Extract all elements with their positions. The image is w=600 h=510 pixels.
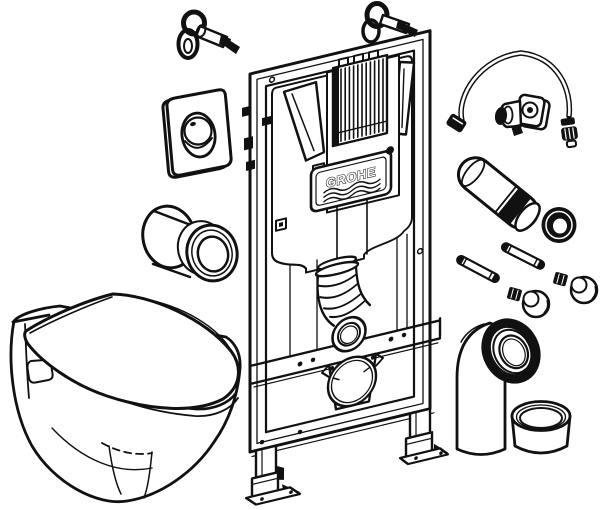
installation-frame: GROHE xyxy=(242,29,450,506)
flush-actuation-plate xyxy=(161,88,233,179)
cover-cap-2 xyxy=(569,275,599,305)
hex-nut-2 xyxy=(553,272,568,287)
angle-valve xyxy=(494,93,551,136)
cover-cap-1 xyxy=(521,289,551,319)
frame-foot-right xyxy=(398,407,450,466)
elbow-inlet-ring xyxy=(481,318,541,384)
flush-button-ring xyxy=(180,111,217,159)
seal-ring xyxy=(541,207,577,243)
hose-fitting-right xyxy=(560,117,578,149)
cistern-flush-bend xyxy=(314,255,372,327)
water-supply-hose xyxy=(446,50,578,149)
hose-fitting-left xyxy=(446,113,467,133)
protection-cap xyxy=(510,400,572,455)
flush-button xyxy=(183,116,213,146)
hex-nut-1 xyxy=(507,287,522,302)
flush-pipe-sleeve xyxy=(141,204,239,283)
frame-wall-lugs xyxy=(242,105,273,171)
wall-anchor-left xyxy=(176,9,240,60)
drain-bracket xyxy=(321,352,384,411)
plate-button-dot xyxy=(386,146,394,155)
threaded-rod-2 xyxy=(500,242,546,270)
toilet-lid xyxy=(23,292,240,410)
wall-anchor-right xyxy=(361,1,418,44)
flush-bend-flange xyxy=(331,315,367,353)
threaded-rod-1 xyxy=(456,254,500,284)
flush-pipe xyxy=(456,156,541,232)
drain-elbow xyxy=(455,318,541,456)
frame-foot-left xyxy=(244,444,302,506)
brand-wave-lines xyxy=(323,178,381,203)
cistern-label: GROHE xyxy=(309,146,394,213)
frame-top-hole xyxy=(268,76,276,83)
cistern-flush-valve xyxy=(331,49,389,148)
wall-hung-toilet xyxy=(9,292,242,504)
